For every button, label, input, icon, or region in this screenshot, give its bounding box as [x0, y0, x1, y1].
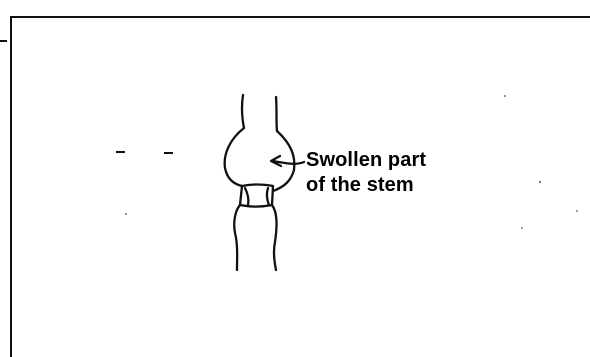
stray-dot-mark: [125, 213, 127, 215]
upper-stem-right-edge: [276, 97, 277, 131]
swollen-stem-label: Swollen part of the stem: [306, 148, 476, 198]
stray-dot-mark: [576, 210, 577, 211]
stray-dash-mark: [164, 152, 173, 154]
stray-dot-mark: [539, 181, 541, 183]
lower-stem-right-edge: [272, 205, 277, 270]
upper-stem-left-edge: [242, 95, 244, 128]
stray-dash-mark: [116, 151, 125, 153]
node-band-left-inner: [245, 188, 248, 205]
node-band-right-inner: [267, 188, 269, 205]
swollen-stem-left-outline: [225, 128, 244, 186]
swollen-stem-label-line-2: of the stem: [306, 173, 476, 198]
swollen-stem-label-line-1: Swollen part: [306, 148, 476, 173]
stray-dot-mark: [521, 227, 522, 228]
lower-stem-left-edge: [234, 205, 240, 270]
stray-dot-mark: [504, 95, 506, 97]
